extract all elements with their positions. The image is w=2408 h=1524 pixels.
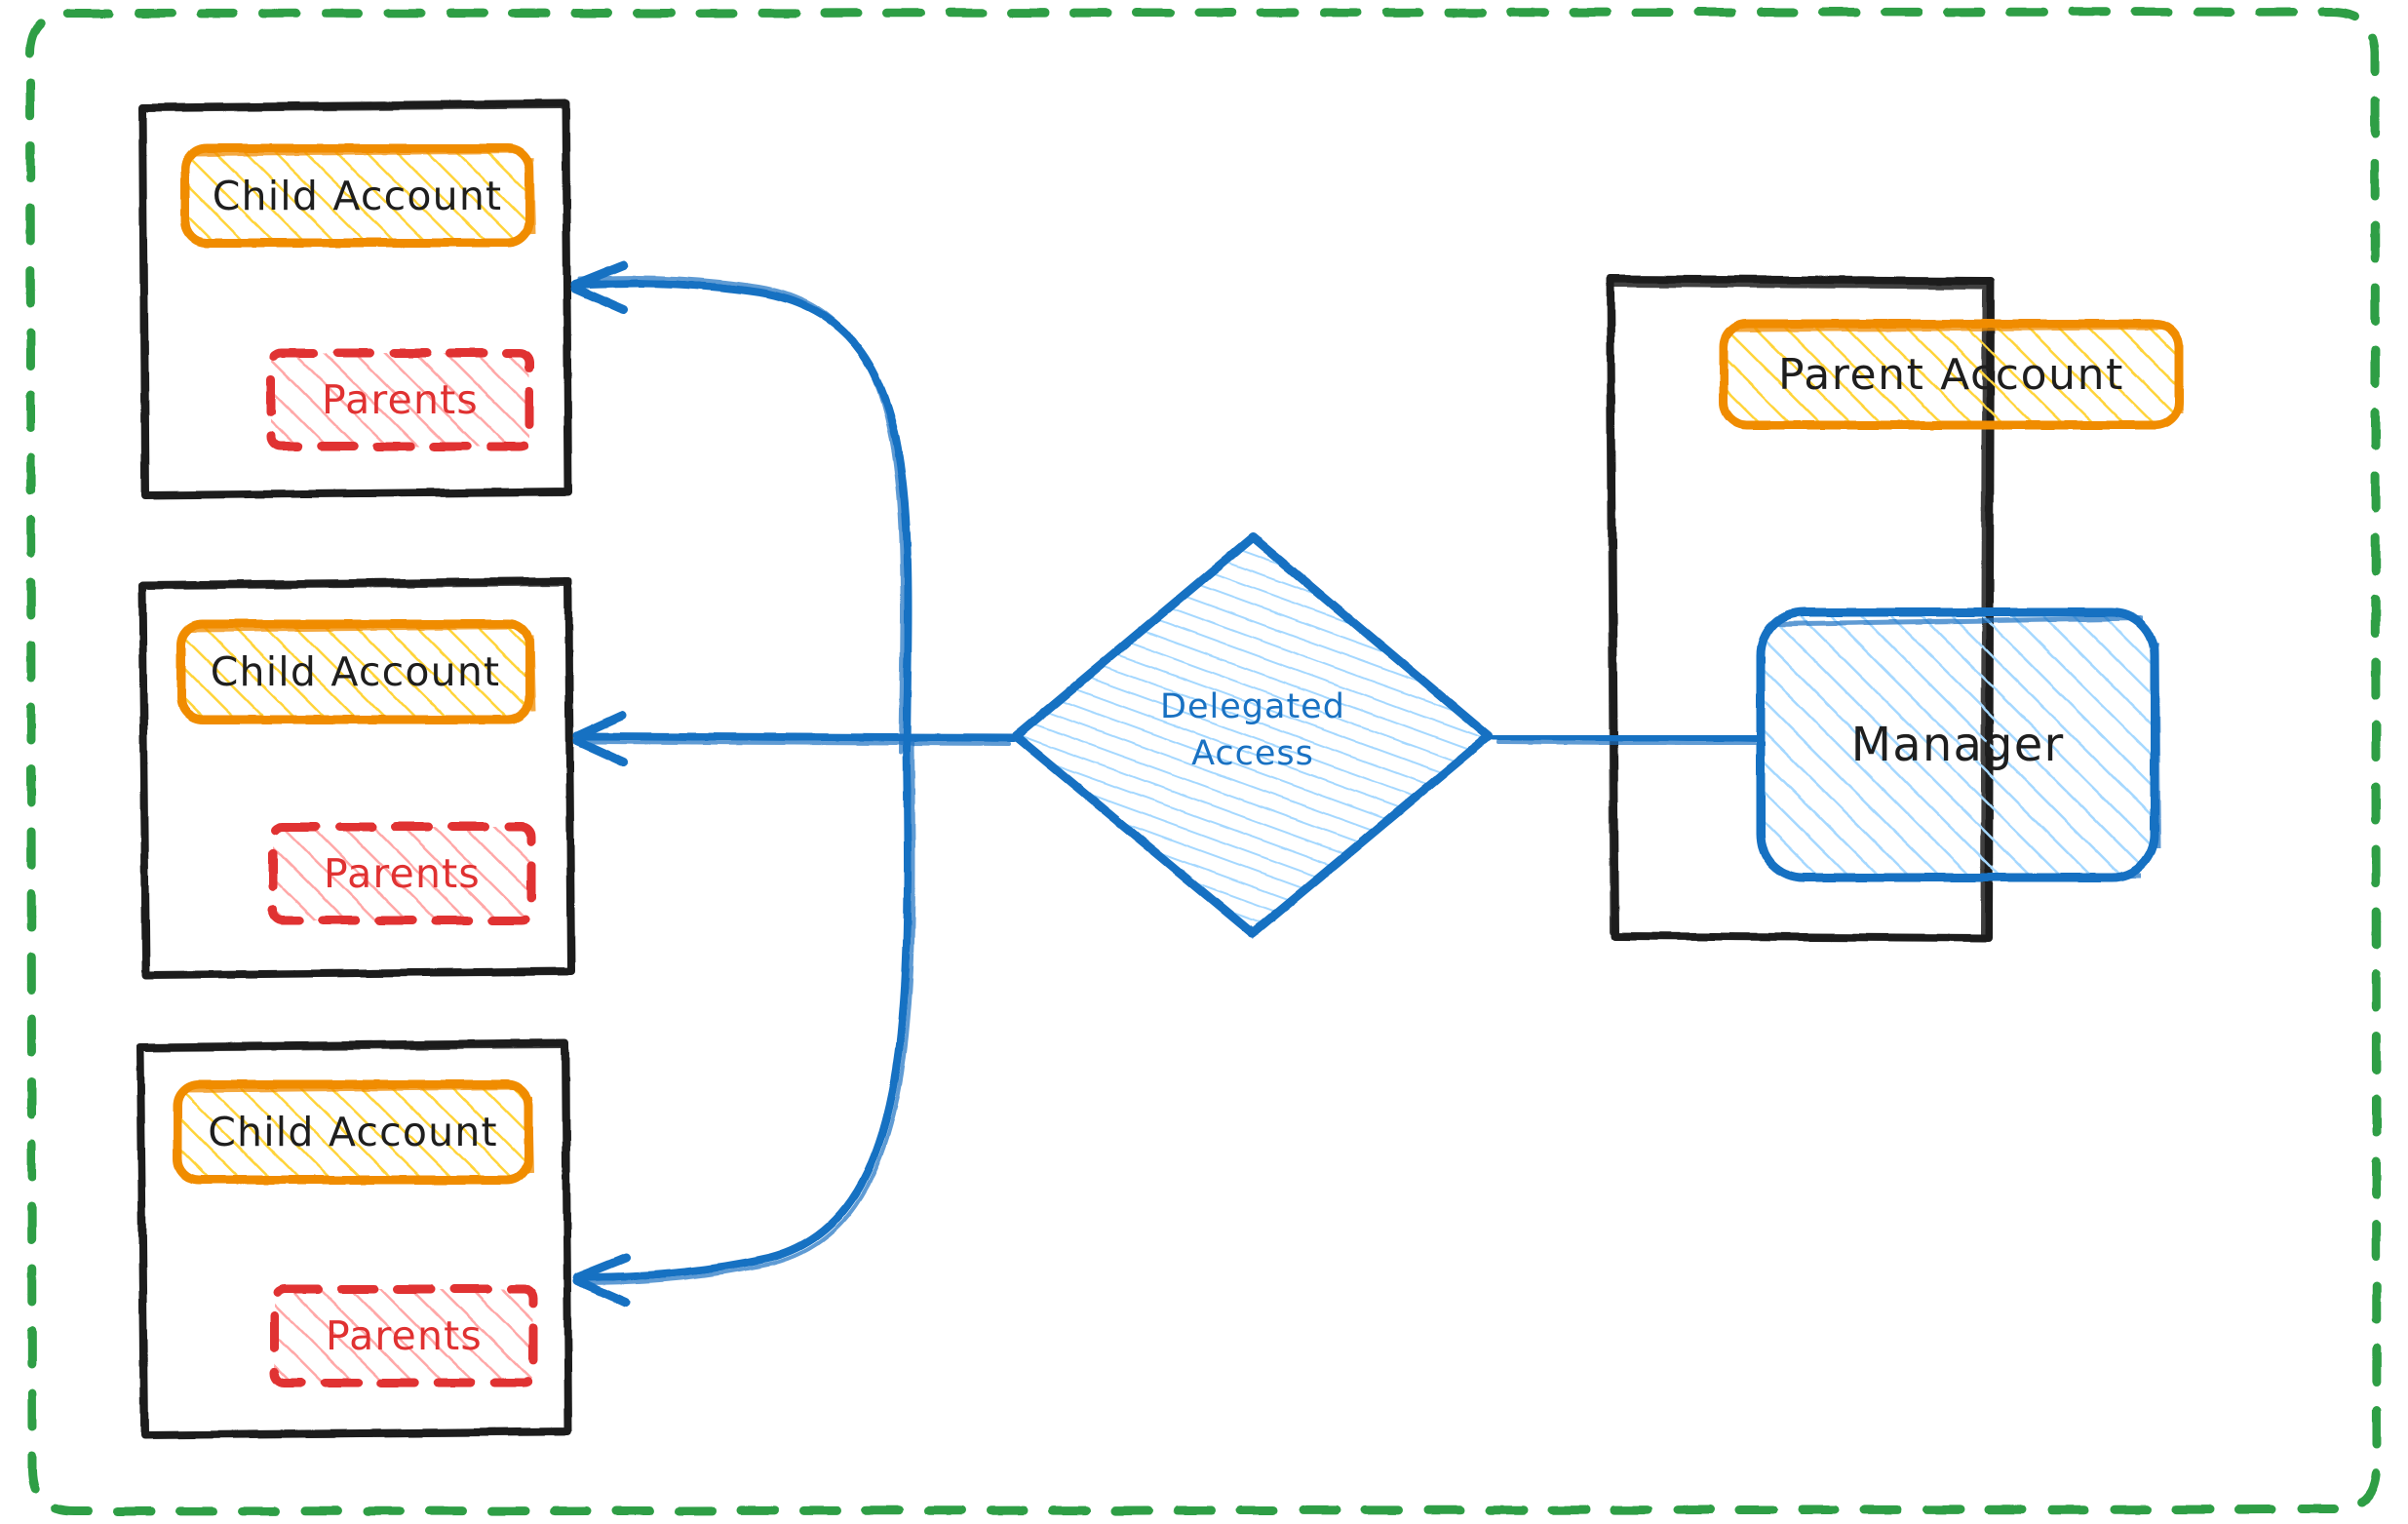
delegated-access-diamond <box>1011 532 1495 939</box>
outer-boundary <box>25 7 2382 1516</box>
connector-delegated-to-child-2 <box>572 711 1018 767</box>
manager-chip <box>1756 607 2161 882</box>
connector-manager-to-delegated <box>1489 732 1763 746</box>
child-account-chip-2 <box>176 619 536 724</box>
child-account-chip-1 <box>180 143 536 248</box>
parent-account-chip <box>1719 319 2184 430</box>
child-account-chip-3 <box>173 1079 534 1185</box>
connector-delegated-to-child-1 <box>570 260 913 755</box>
parents-chip-3 <box>270 1284 538 1387</box>
parents-chip-1 <box>266 348 534 451</box>
parents-chip-2 <box>268 822 536 925</box>
connector-delegated-to-child-3 <box>572 732 915 1308</box>
